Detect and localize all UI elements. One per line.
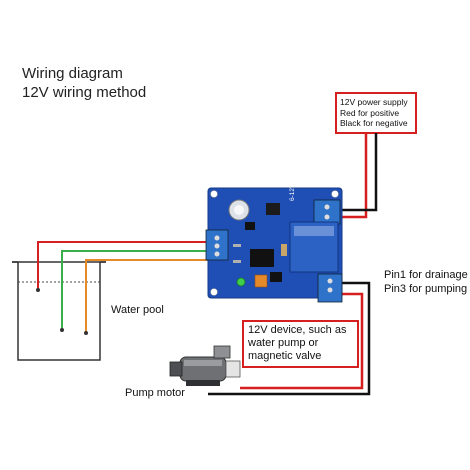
controller-board (205, 187, 343, 303)
board-voltage-label: 6-12V (289, 183, 296, 201)
power-supply-line-2: Red for positive (340, 107, 400, 118)
pump-motor-label: Pump motor (125, 387, 185, 399)
component-top (266, 203, 280, 215)
power-black-wire (340, 133, 378, 212)
pump-motor-figure (169, 345, 241, 386)
device-line-3: magnetic valve (248, 350, 322, 362)
device-line-2: water pump or (248, 337, 319, 349)
power-supply-text: 12V power supply Red for positive Black … (340, 97, 408, 129)
water-pool-label: Water pool (111, 304, 164, 316)
pump-black-wire (208, 281, 371, 396)
probe-green-wire (61, 250, 208, 330)
water-pool-container (12, 261, 106, 361)
trimmer (254, 274, 268, 288)
relay (289, 221, 339, 273)
ic-chip (250, 249, 274, 267)
power-supply-line-3: Black for negative (340, 118, 408, 128)
diagram-title: Wiring diagram 12V wiring method (22, 64, 146, 102)
device-line-1: 12V device, such as (248, 324, 347, 336)
pins-label: Pin1 for drainage Pin3 for pumping (384, 268, 468, 296)
probe-orange-wire (85, 259, 208, 333)
title-line-2: 12V wiring method (22, 84, 147, 101)
probe-red-wire (37, 241, 208, 290)
device-text: 12V device, such as water pump or magnet… (248, 324, 346, 363)
pins-label-line-2: Pin3 for pumping (384, 283, 468, 295)
power-red-wire (340, 133, 368, 219)
device-box (242, 320, 359, 368)
pins-label-line-1: Pin1 for drainage (384, 269, 468, 281)
title-line-1: Wiring diagram (22, 65, 123, 82)
led (236, 277, 246, 287)
pump-red-wire (240, 292, 364, 390)
power-terminal (313, 199, 341, 225)
power-supply-box (335, 92, 417, 134)
power-supply-line-1: 12V power supply (340, 97, 408, 107)
